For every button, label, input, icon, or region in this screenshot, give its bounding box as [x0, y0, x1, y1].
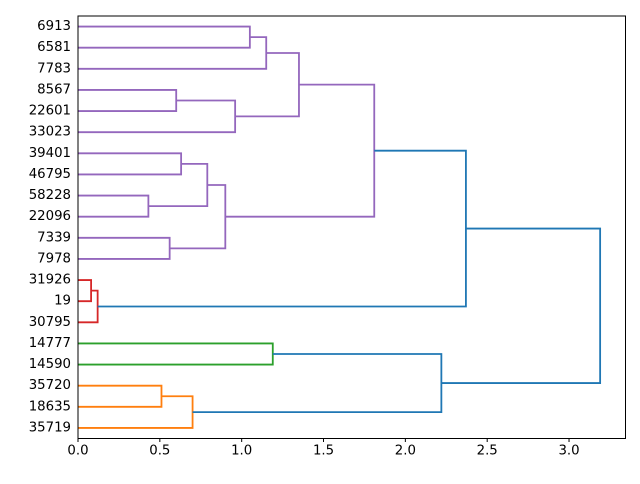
leaf-label: 22601	[29, 104, 71, 119]
leaf-label: 6581	[37, 40, 71, 55]
dendrogram-link-purple	[78, 152, 183, 176]
dendrogram-link-green	[78, 342, 274, 366]
x-tick-label: 1.5	[313, 443, 334, 458]
x-tick-label: 3.0	[558, 443, 579, 458]
leaf-label: 33023	[29, 125, 71, 140]
dendrogram-link-purple	[78, 25, 251, 49]
leaf-label: 35719	[29, 420, 71, 435]
leaf-label: 6913	[37, 19, 71, 34]
leaf-label: 30795	[29, 315, 71, 330]
leaf-label: 14777	[29, 336, 71, 351]
dendrogram-link-purple	[78, 89, 178, 112]
leaf-label: 7783	[37, 61, 71, 76]
leaf-label: 35720	[29, 378, 71, 393]
dendrogram-link-orange	[78, 395, 194, 429]
dendrogram-link-blue	[441, 227, 602, 384]
dendrogram-link-purple	[235, 52, 300, 118]
leaf-label: 7339	[37, 230, 71, 245]
dendrogram-link-purple	[78, 36, 268, 70]
x-tick-label: 2.5	[477, 443, 498, 458]
dendrogram-link-purple	[169, 184, 227, 250]
dendrogram-link-purple	[78, 194, 150, 218]
leaf-label: 18635	[29, 399, 71, 414]
dendrogram-link-red	[78, 289, 99, 324]
dendrogram-link-purple	[78, 99, 237, 134]
plot-border	[77, 15, 626, 439]
leaf-label: 14590	[29, 357, 71, 372]
dendrogram-link-purple	[78, 236, 171, 260]
dendrogram-link-red	[78, 279, 92, 303]
leaf-label: 39401	[29, 146, 71, 161]
dendrogram-link-purple	[148, 162, 209, 208]
leaf-label: 7978	[37, 251, 71, 266]
leaf-label: 58228	[29, 188, 71, 203]
leaf-label: 19	[54, 294, 71, 309]
leaf-label: 22096	[29, 209, 71, 224]
x-tick-label: 1.0	[231, 443, 252, 458]
x-tick-label: 2.0	[395, 443, 416, 458]
x-tick-label: 0.5	[149, 443, 170, 458]
leaf-label: 8567	[37, 82, 71, 97]
leaf-label: 31926	[29, 273, 71, 288]
dendrogram-link-orange	[78, 384, 163, 408]
leaf-label: 46795	[29, 167, 71, 182]
x-tick-label: 0.0	[67, 443, 88, 458]
dendrogram-link-blue	[192, 353, 443, 413]
